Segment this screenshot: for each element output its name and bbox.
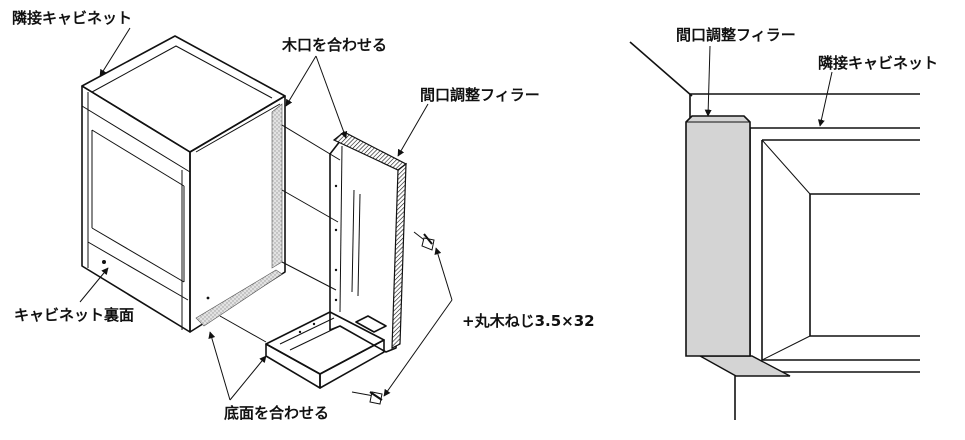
left-figure: 隣接キャビネット 木口を合わせる 間口調整フィラー +丸木ねじ3.5×32 キャ… — [12, 9, 595, 422]
screw-icon — [351, 391, 383, 405]
label-screw: +丸木ねじ3.5×32 — [462, 312, 595, 330]
label-align-wood-edge: 木口を合わせる — [281, 36, 387, 54]
filler-board-drawing — [685, 115, 751, 357]
label-filler-detail: 間口調整フィラー — [676, 26, 796, 44]
label-cabinet-back: キャビネット裏面 — [14, 306, 134, 324]
filler-l-bracket-drawing — [265, 131, 408, 389]
screw-icon — [413, 231, 435, 251]
leaders-left — [79, 27, 453, 401]
adjacent-cabinet-drawing — [81, 35, 286, 333]
label-align-bottom: 底面を合わせる — [224, 404, 329, 422]
label-adjacent-cabinet-detail: 隣接キャビネット — [818, 54, 938, 72]
label-filler: 間口調整フィラー — [420, 86, 540, 104]
label-adjacent-cabinet: 隣接キャビネット — [12, 9, 132, 27]
right-figure: 間口調整フィラー 隣接キャビネット — [629, 26, 938, 420]
